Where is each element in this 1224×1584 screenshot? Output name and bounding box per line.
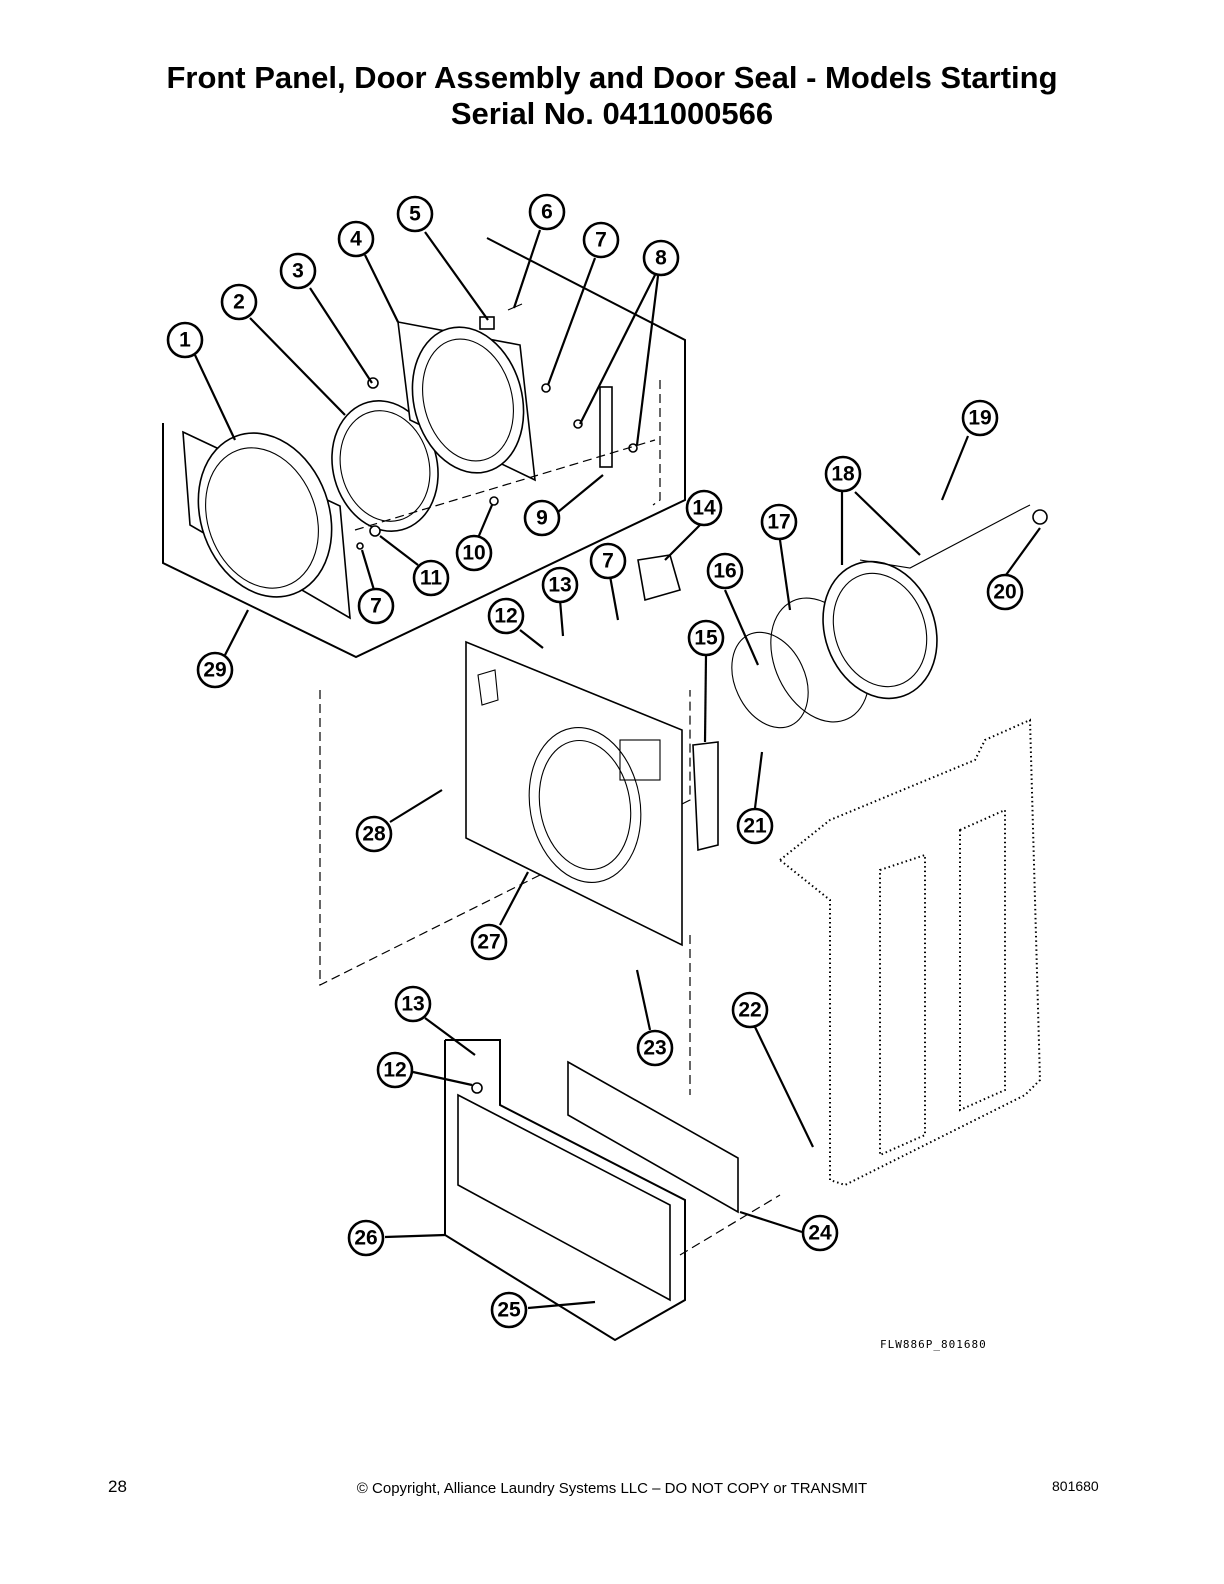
svg-text:7: 7: [370, 595, 382, 618]
callout-4: 4: [337, 220, 375, 258]
callout-11: 11: [412, 559, 450, 597]
svg-text:27: 27: [477, 931, 500, 954]
callout-9: 9: [523, 499, 561, 537]
clamp-part: [1032, 509, 1048, 525]
callout-3: 3: [279, 252, 317, 290]
page-title-line-1: Front Panel, Door Assembly and Door Seal…: [166, 60, 1058, 95]
svg-text:12: 12: [383, 1059, 406, 1082]
alignment-dashes: [354, 439, 656, 531]
svg-text:22: 22: [738, 999, 761, 1022]
svg-text:1: 1: [179, 329, 191, 352]
callout-21: 21: [736, 807, 774, 845]
page-number: 28: [108, 1477, 127, 1496]
svg-text:19: 19: [968, 407, 991, 430]
callout-15: 15: [687, 619, 725, 657]
svg-text:18: 18: [831, 463, 855, 486]
callout-18: 18: [824, 455, 862, 493]
callout-leaders: [194, 229, 1041, 1310]
cabinet-dotted-outline: [778, 718, 1042, 1187]
svg-text:7: 7: [595, 229, 607, 252]
callout-2: 2: [220, 283, 258, 321]
alignment-dashes: [652, 380, 661, 506]
callout-14: 14: [685, 489, 723, 527]
callout-20: 20: [986, 573, 1024, 611]
svg-text:29: 29: [203, 659, 226, 682]
callouts: 1 2 3 4 5 6 7 8 9 10 11 7 12 13 7 14 15 …: [166, 193, 1024, 1329]
callout-12b: 12: [376, 1051, 414, 1089]
washer-part: [489, 496, 499, 506]
svg-text:25: 25: [497, 1299, 521, 1322]
svg-text:4: 4: [350, 228, 362, 251]
svg-text:7: 7: [602, 550, 614, 573]
callout-5: 5: [396, 195, 434, 233]
latch-part: [369, 525, 381, 537]
gasket-part: [567, 1060, 739, 1214]
callout-17: 17: [760, 503, 798, 541]
svg-text:12: 12: [494, 605, 517, 628]
figure-code: FLW886P_801680: [880, 1338, 987, 1351]
callout-12: 12: [487, 597, 525, 635]
screw-part: [356, 542, 364, 550]
svg-text:8: 8: [655, 247, 667, 270]
callout-25: 25: [490, 1291, 528, 1329]
callout-6: 6: [528, 193, 566, 231]
svg-text:20: 20: [993, 581, 1016, 604]
callout-27: 27: [470, 923, 508, 961]
callout-26: 26: [347, 1219, 385, 1257]
callout-7c: 7: [589, 542, 627, 580]
svg-text:13: 13: [548, 574, 571, 597]
door-outer-frame-part: [182, 430, 351, 620]
seal-strip-part: [692, 741, 719, 852]
callout-10: 10: [455, 534, 493, 572]
screw-part: [541, 383, 551, 393]
lower-panel-part: [457, 1093, 671, 1302]
callout-16: 16: [706, 552, 744, 590]
svg-text:6: 6: [541, 201, 553, 224]
svg-text:24: 24: [808, 1222, 832, 1245]
page-title-line-2: Serial No. 0411000566: [450, 96, 774, 131]
svg-text:11: 11: [420, 567, 443, 590]
inner-door-frame-part: [397, 321, 536, 482]
clamp-ring-part: [731, 631, 809, 729]
svg-text:23: 23: [643, 1037, 666, 1060]
alignment-dashes: [319, 690, 691, 986]
callout-23: 23: [636, 1029, 674, 1067]
svg-text:21: 21: [743, 815, 767, 838]
svg-text:5: 5: [409, 203, 421, 226]
callout-22: 22: [731, 991, 769, 1029]
front-panel-part: [465, 640, 683, 947]
svg-text:14: 14: [692, 497, 716, 520]
svg-text:2: 2: [233, 291, 245, 314]
callout-24: 24: [801, 1214, 839, 1252]
callout-8: 8: [642, 239, 680, 277]
svg-text:9: 9: [536, 507, 548, 530]
callout-28: 28: [355, 815, 393, 853]
svg-text:10: 10: [462, 542, 485, 565]
alignment-dashes: [679, 1194, 781, 1256]
door-lock-bracket-part: [637, 554, 681, 602]
hinge-part: [599, 386, 613, 468]
document-number: 801680: [1052, 1478, 1099, 1494]
lower-panel-group-outline: [444, 1039, 686, 1342]
door-seal-part: [822, 504, 1031, 700]
callout-19: 19: [961, 399, 999, 437]
svg-text:17: 17: [767, 511, 790, 534]
svg-text:3: 3: [292, 260, 304, 283]
callout-13: 13: [541, 566, 579, 604]
callout-7b: 7: [357, 587, 395, 625]
copyright-notice: © Copyright, Alliance Laundry Systems LL…: [356, 1480, 868, 1497]
callout-7: 7: [582, 221, 620, 259]
page-title: Front Panel, Door Assembly and Door Seal…: [0, 60, 1224, 132]
nut-part: [471, 1082, 483, 1094]
callout-1: 1: [166, 321, 204, 359]
callout-13b: 13: [394, 985, 432, 1023]
svg-text:13: 13: [401, 993, 424, 1016]
svg-text:28: 28: [362, 823, 386, 846]
svg-text:16: 16: [713, 560, 736, 583]
svg-text:26: 26: [354, 1227, 377, 1250]
callout-29: 29: [196, 651, 234, 689]
svg-text:15: 15: [694, 627, 718, 650]
